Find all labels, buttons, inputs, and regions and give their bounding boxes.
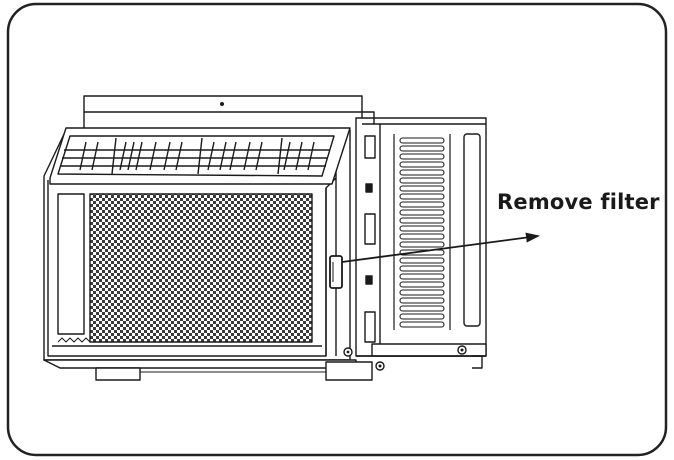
louvre-slot [399, 217, 445, 224]
side-base-rail [371, 343, 487, 357]
air-conditioner-unit [43, 95, 487, 381]
louvre-slot [399, 137, 445, 144]
top-air-vent [49, 127, 351, 185]
louvre-slot [399, 233, 445, 240]
arrow-icon [341, 232, 540, 263]
louvre-slot [399, 225, 445, 232]
louvre-slot [399, 305, 445, 312]
louvre-slot [399, 313, 445, 320]
louvre-slot [399, 281, 445, 288]
louvre-slot [399, 297, 445, 304]
louvre-slot [399, 161, 445, 168]
top-plate-screw [220, 102, 224, 106]
louvre-slot [399, 265, 445, 272]
louvre-slot [399, 209, 445, 216]
louvre-slot [399, 321, 445, 328]
louvre-slot [399, 257, 445, 264]
louvre-slot [399, 169, 445, 176]
side-louvres [393, 134, 451, 330]
unit-base [43, 359, 373, 381]
front-left-strip [57, 193, 85, 335]
louvre-slot [399, 185, 445, 192]
louvre-slot [399, 193, 445, 200]
louvre-slot [399, 153, 445, 160]
louvre-slot [399, 273, 445, 280]
front-intake-grille [89, 193, 313, 343]
louvre-slot [399, 177, 445, 184]
louvre-slot [399, 201, 445, 208]
louvre-slot [399, 289, 445, 296]
louvre-slot [399, 145, 445, 152]
filter-release-tab [329, 255, 343, 289]
louvre-slot [399, 241, 445, 248]
callout-label: Remove filter [497, 190, 660, 214]
